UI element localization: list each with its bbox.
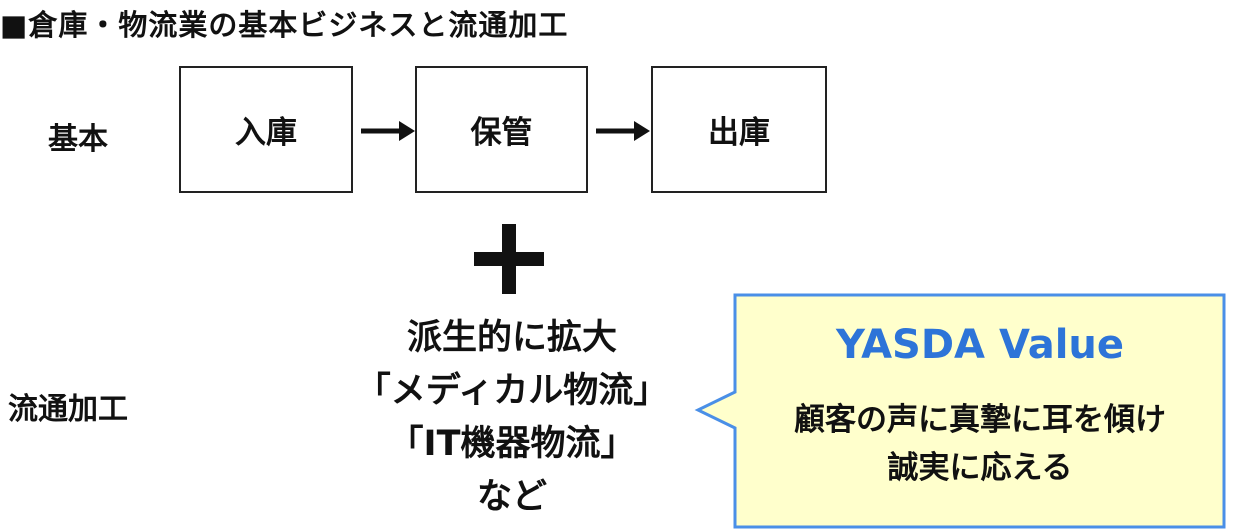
callout-body: 顧客の声に真摯に耳を傾け 誠実に応える	[734, 396, 1226, 492]
step-box-shipping: 出庫	[651, 66, 827, 193]
right-arrow-icon	[596, 121, 650, 141]
callout-line: 誠実に応える	[887, 450, 1073, 486]
plus-icon	[474, 224, 544, 294]
processing-row-label: 流通加工	[8, 392, 128, 427]
callout-line: 顧客の声に真摯に耳を傾け	[794, 402, 1166, 438]
step-label-storage: 保管	[470, 115, 533, 151]
step-box-receiving: 入庫	[179, 66, 353, 193]
basic-row-label: 基本	[48, 122, 108, 157]
processing-line: 派生的に拡大	[406, 318, 617, 358]
processing-line: 「IT機器物流」	[388, 424, 636, 464]
yasda-value-callout: YASDA Value 顧客の声に真摯に耳を傾け 誠実に応える	[694, 293, 1226, 529]
page-title: ■倉庫・物流業の基本ビジネスと流通加工	[0, 8, 569, 42]
step-label-shipping: 出庫	[708, 115, 770, 151]
processing-description: 派生的に拡大 「メディカル物流」 「IT機器物流」 など	[322, 312, 702, 524]
right-arrow-icon	[361, 121, 415, 141]
callout-bubble-shape	[694, 293, 1226, 529]
processing-line: 「メディカル物流」	[355, 371, 669, 411]
processing-line: など	[476, 477, 547, 517]
callout-title: YASDA Value	[835, 322, 1125, 368]
step-label-receiving: 入庫	[235, 115, 297, 151]
step-box-storage: 保管	[415, 66, 588, 193]
